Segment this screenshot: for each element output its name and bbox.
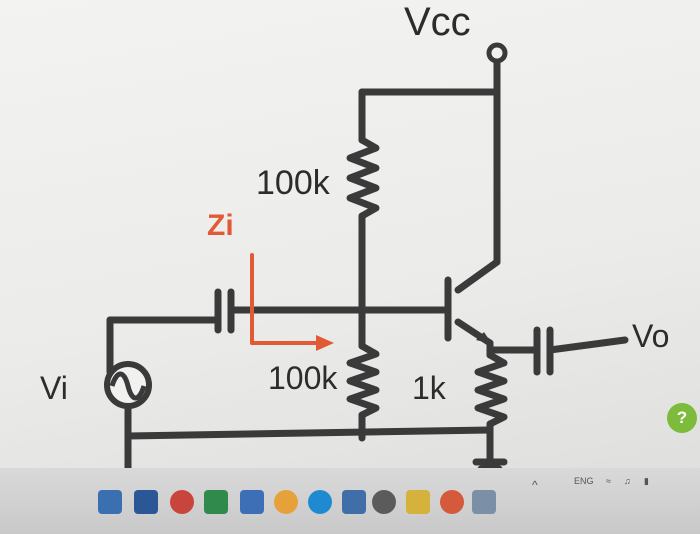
edge-icon[interactable] [308, 490, 332, 514]
wifi-icon[interactable]: ≈ [606, 476, 611, 486]
powerpoint-icon[interactable] [170, 490, 194, 514]
output-wire-right [546, 336, 629, 354]
help-button[interactable]: ? [667, 403, 697, 433]
outlook-icon[interactable] [240, 490, 264, 514]
language-indicator[interactable]: ENG [574, 476, 594, 486]
emitter-1k-resistor [474, 351, 508, 428]
top-100k-resistor [346, 136, 380, 220]
ac-sine-wave [109, 371, 147, 401]
excel-icon[interactable] [204, 490, 228, 514]
vcc-terminal-circle [486, 42, 508, 64]
store-icon[interactable] [342, 490, 366, 514]
chevron-up-icon[interactable]: ^ [532, 478, 538, 492]
paint-icon[interactable] [406, 490, 430, 514]
battery-icon[interactable]: ▮ [644, 476, 649, 486]
paint3d-icon[interactable] [472, 490, 496, 514]
vcc-label: Vcc [404, 0, 471, 44]
zi-arrowhead [316, 335, 334, 351]
teams-icon[interactable] [134, 490, 158, 514]
top-resistor-label: 100k [256, 164, 330, 202]
word-icon[interactable] [98, 490, 122, 514]
vo-label: Vo [632, 318, 670, 354]
ground-rail-wire [124, 426, 494, 440]
collector-lead [454, 258, 501, 294]
emitter-resistor-label: 1k [412, 370, 446, 406]
volume-icon[interactable]: ♫ [624, 476, 631, 486]
chrome-icon[interactable] [440, 490, 464, 514]
bottom-100k-resistor [346, 342, 380, 419]
emitter-arrow [476, 332, 492, 344]
vi-label: Vi [40, 370, 68, 406]
photos-icon[interactable] [274, 490, 298, 514]
media-icon[interactable] [372, 490, 396, 514]
bottom-resistor-label: 100k [268, 360, 338, 396]
zi-label: Zi [207, 209, 234, 242]
